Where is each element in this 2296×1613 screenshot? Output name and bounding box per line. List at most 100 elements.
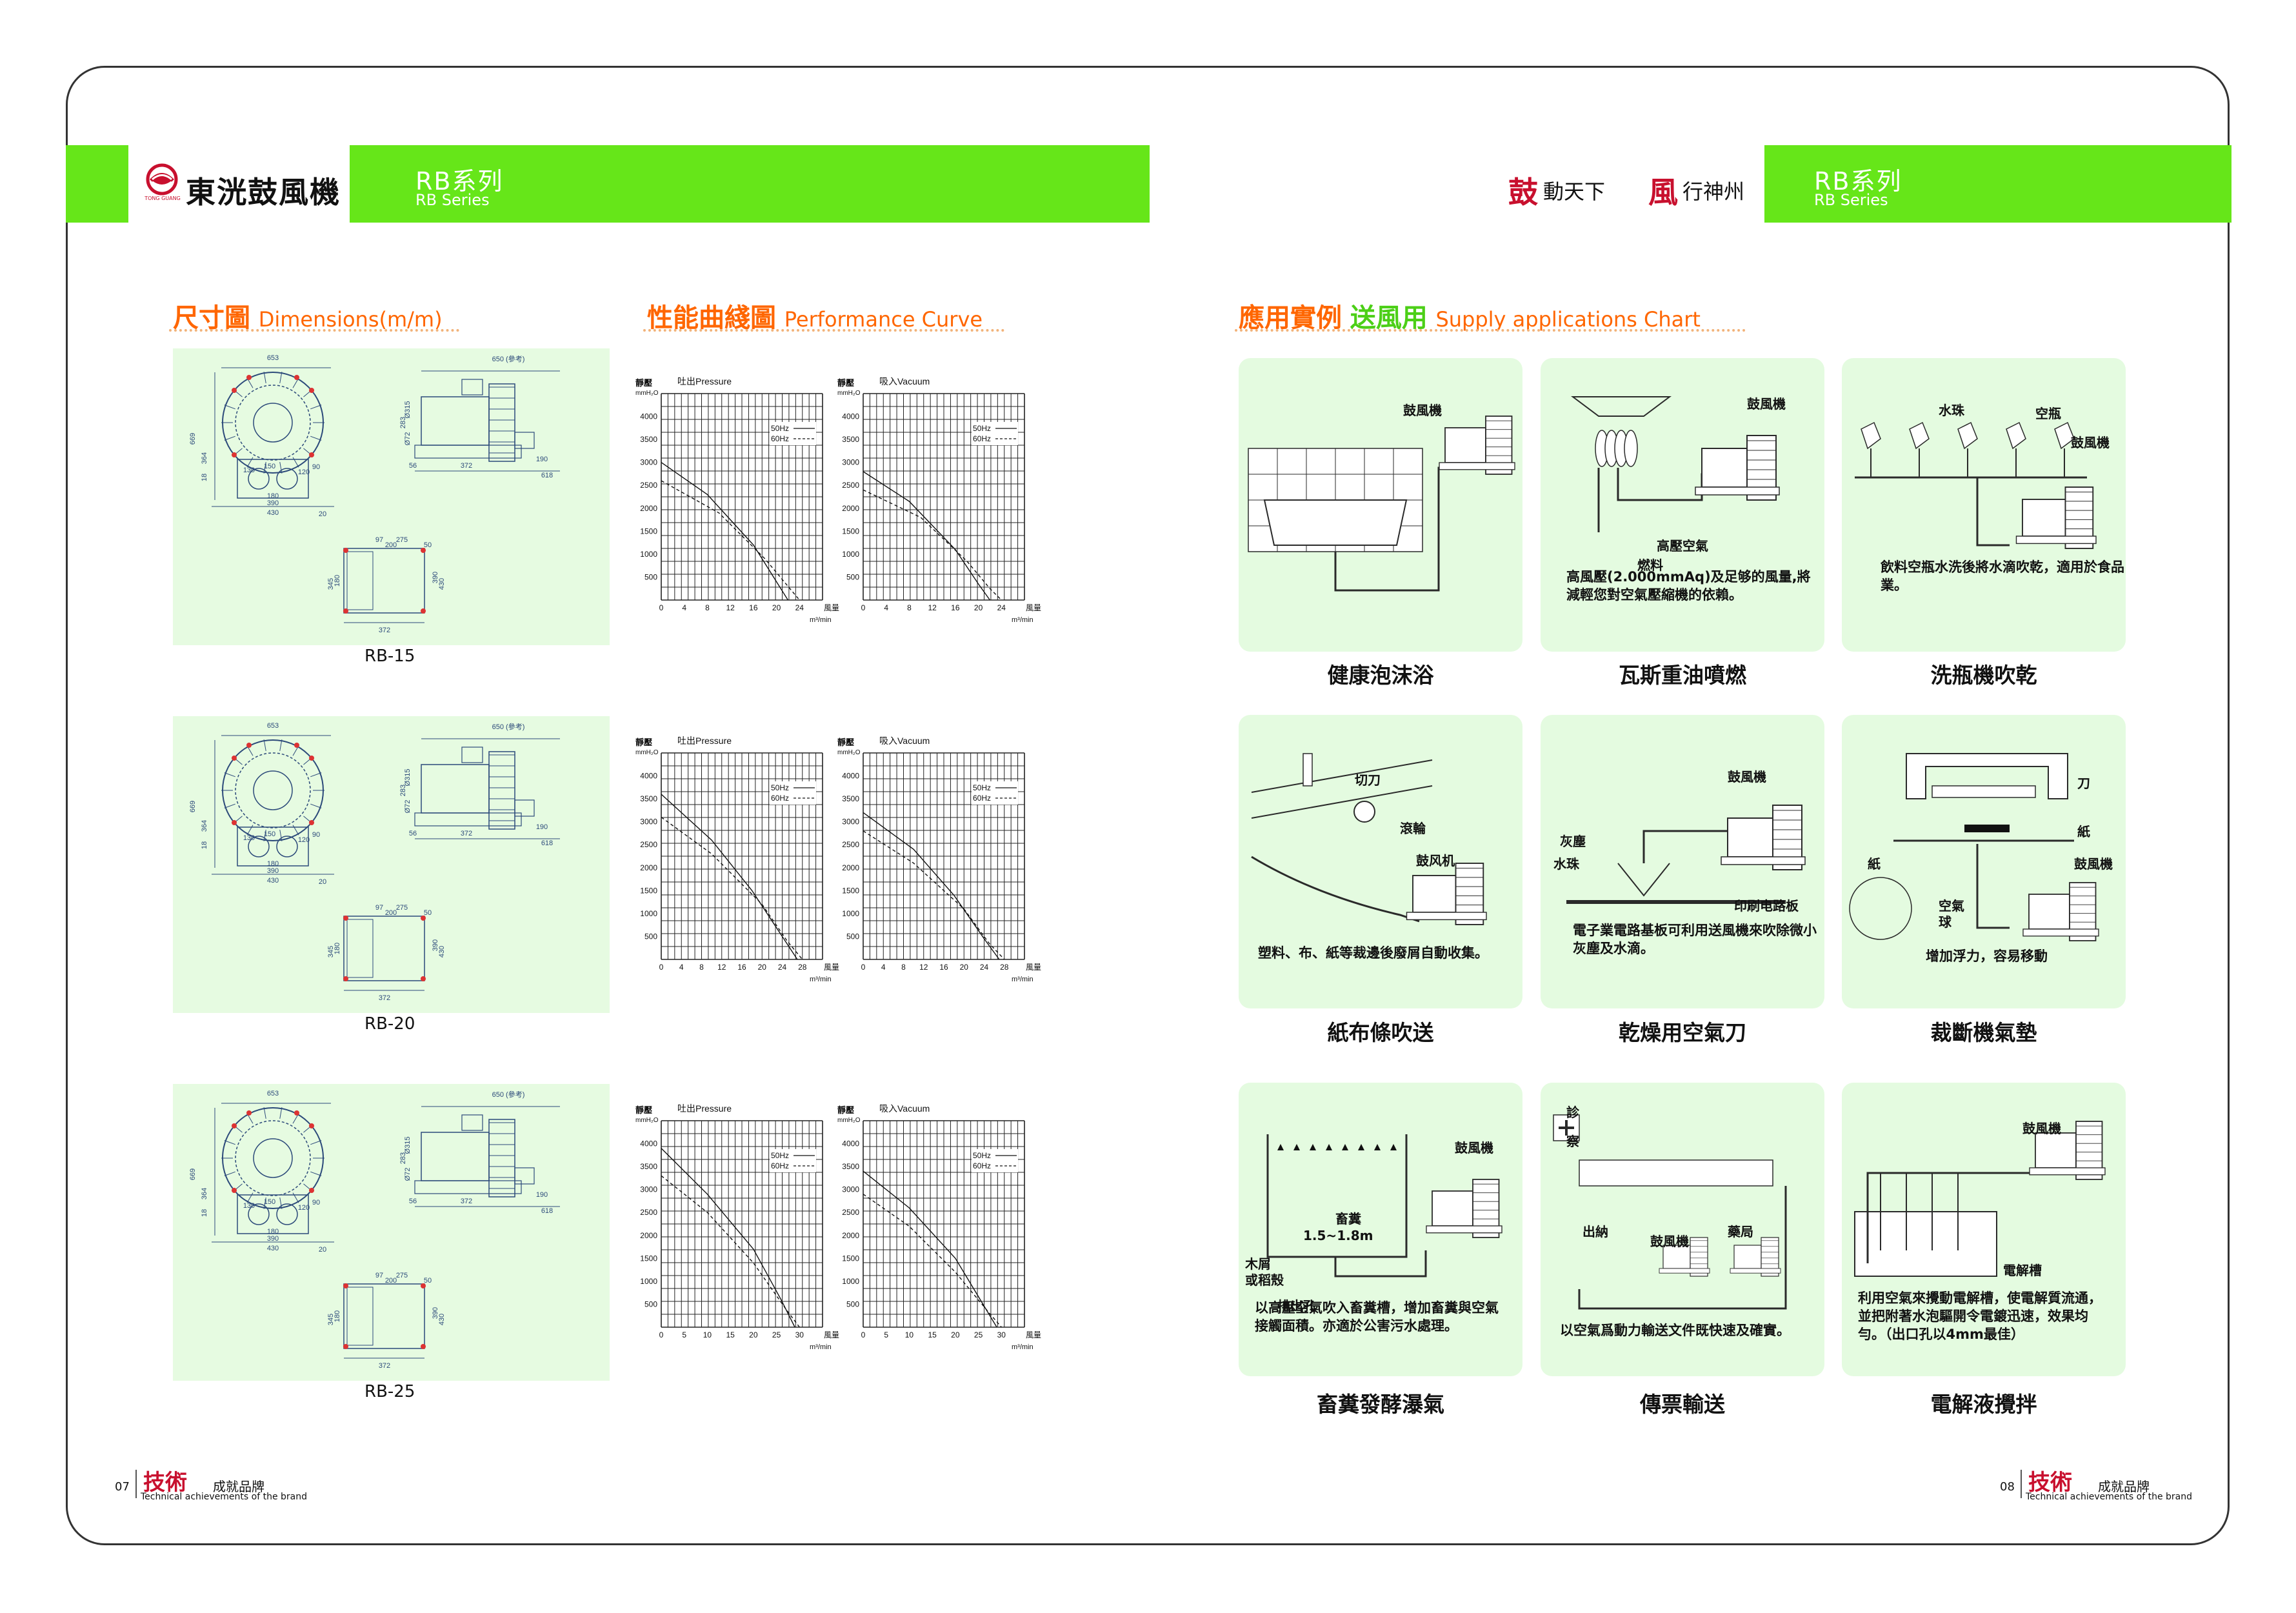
side-base <box>414 812 522 827</box>
application-label: 空瓶 <box>2035 406 2061 421</box>
application-label: 切刀 <box>1355 772 1381 788</box>
front-fin <box>246 457 254 468</box>
chart-title: 吐出Pressure <box>677 736 732 746</box>
footer-left-brand-mark: 技術 <box>143 1470 187 1496</box>
x-tick-label: 16 <box>951 603 960 612</box>
application-label: 水珠 <box>1939 403 1964 418</box>
port-left <box>248 836 270 857</box>
x-tick-label: 12 <box>928 603 937 612</box>
application-title: 畜糞發酵瀑氣 <box>1317 1392 1444 1417</box>
footer-right-tagline-en: Technical achievements of the brand <box>2026 1492 2192 1502</box>
series-line-60hz <box>661 480 800 601</box>
slogan-mark-2: 風 <box>1648 175 1678 210</box>
bolt-marker <box>232 756 237 761</box>
front-fin <box>279 1107 283 1119</box>
scrap-duct <box>1251 856 1420 923</box>
side-port <box>514 799 535 817</box>
blower-icon <box>1426 1179 1502 1238</box>
detail-circle <box>1849 877 1912 940</box>
y-tick-label: 3000 <box>842 817 859 827</box>
y-tick-label: 1000 <box>842 550 859 559</box>
roller <box>1353 801 1375 823</box>
blower-base <box>1721 856 1806 865</box>
port-right <box>276 1203 298 1225</box>
burner-hood <box>1571 396 1672 417</box>
x-axis-unit: m³/min <box>1012 616 1033 624</box>
front-fin <box>279 1197 283 1209</box>
y-tick-label: 1000 <box>640 1277 657 1286</box>
dimension-label: 390 <box>432 939 439 951</box>
dimension-label: 390 <box>267 499 279 507</box>
dimension-label: 650 (參考) <box>492 722 525 731</box>
series-line-60hz <box>661 1175 800 1328</box>
paper-stack <box>1964 825 2010 832</box>
dimension-label: 275 <box>396 1272 408 1279</box>
application-label: 鼓風機 <box>1403 403 1442 418</box>
right-series-title: RB系列 <box>1814 167 1902 195</box>
port-right <box>276 836 298 857</box>
y-tick-label: 2000 <box>842 1231 859 1240</box>
blower-base <box>2029 1167 2106 1176</box>
front-hub <box>253 1138 293 1178</box>
application-illustration <box>1266 1134 1502 1277</box>
application-caption: 塑料、布、紙等裁邊後廢屑自動收集。 <box>1258 945 1488 961</box>
dimension-label: 18 <box>201 841 208 849</box>
front-hub <box>253 770 293 810</box>
slogan-2: 行神州 <box>1682 179 1745 204</box>
chart-title: 吸入Vacuum <box>879 1103 930 1114</box>
y-tick-label: 1000 <box>640 909 657 918</box>
legend-background <box>770 781 816 805</box>
x-axis-label: 風量 <box>824 963 839 972</box>
tube-line <box>1578 1186 1787 1310</box>
legend-50hz: 50Hz <box>973 1151 991 1160</box>
dimension-label: 372 <box>461 830 472 837</box>
legend-60hz: 60Hz <box>771 1161 789 1170</box>
y-tick-label: 3500 <box>640 435 657 444</box>
application-title: 洗瓶機吹乾 <box>1930 663 2037 688</box>
x-tick-label: 8 <box>907 603 912 612</box>
logo-tag: TONG GUANG <box>145 195 181 201</box>
dimension-label: 430 <box>438 946 446 957</box>
application-title: 紙布條吹送 <box>1327 1020 1434 1045</box>
cross-icon <box>1559 1120 1574 1136</box>
dimension-label: 283 <box>399 785 407 796</box>
dimension-label: 90 <box>312 1199 320 1207</box>
y-axis-unit: mmH₂O <box>635 1117 659 1124</box>
y-tick-label: 500 <box>846 1299 859 1308</box>
y-axis-unit: mmH₂O <box>837 390 861 397</box>
blower-motor <box>2035 1132 2077 1168</box>
y-tick-label: 4000 <box>842 772 859 781</box>
application-label: 鼓风机 <box>1416 853 1455 868</box>
application-card: 水珠空瓶鼓風機飲料空瓶水洗後將水滴吹乾，適用於食品業。 <box>1842 358 2126 652</box>
x-tick-label: 28 <box>798 963 807 972</box>
dimension-label: 190 <box>536 823 548 831</box>
dimension-label: 653 <box>267 722 279 730</box>
bottom-body <box>343 916 425 981</box>
dimension-label: 18 <box>201 474 208 481</box>
bolt-marker <box>309 452 314 457</box>
bottom-flange <box>346 551 374 610</box>
dimension-label: 130 <box>243 834 255 842</box>
cutter-blade <box>1932 785 2036 798</box>
dimension-label: 97 <box>375 536 383 544</box>
application-label: 紙 <box>2077 824 2090 839</box>
air-pipe <box>1976 844 2010 929</box>
front-fin <box>263 1197 266 1209</box>
bolt-marker <box>421 548 426 553</box>
dimension-label: 120 <box>298 1204 310 1212</box>
dimension-label: 430 <box>267 1245 279 1252</box>
application-card: 鼓風機電解槽利用空氣來攪動電解槽，使電解質流通，並把附著水泡驅開令電鍍迅速，效果… <box>1842 1083 2126 1376</box>
dimension-label: 618 <box>541 472 553 479</box>
dimension-label: 650 (參考) <box>492 1090 525 1099</box>
x-tick-label: 5 <box>884 1330 888 1339</box>
x-tick-label: 0 <box>861 1330 866 1339</box>
bolt-marker <box>421 608 426 614</box>
dimension-label: 653 <box>267 354 279 362</box>
y-tick-label: 2000 <box>640 1231 657 1240</box>
y-tick-label: 500 <box>644 1299 657 1308</box>
front-base <box>237 1194 309 1234</box>
y-tick-label: 2500 <box>640 1208 657 1217</box>
x-tick-label: 20 <box>772 603 781 612</box>
application-label: 排出孔 <box>1277 1298 1316 1314</box>
